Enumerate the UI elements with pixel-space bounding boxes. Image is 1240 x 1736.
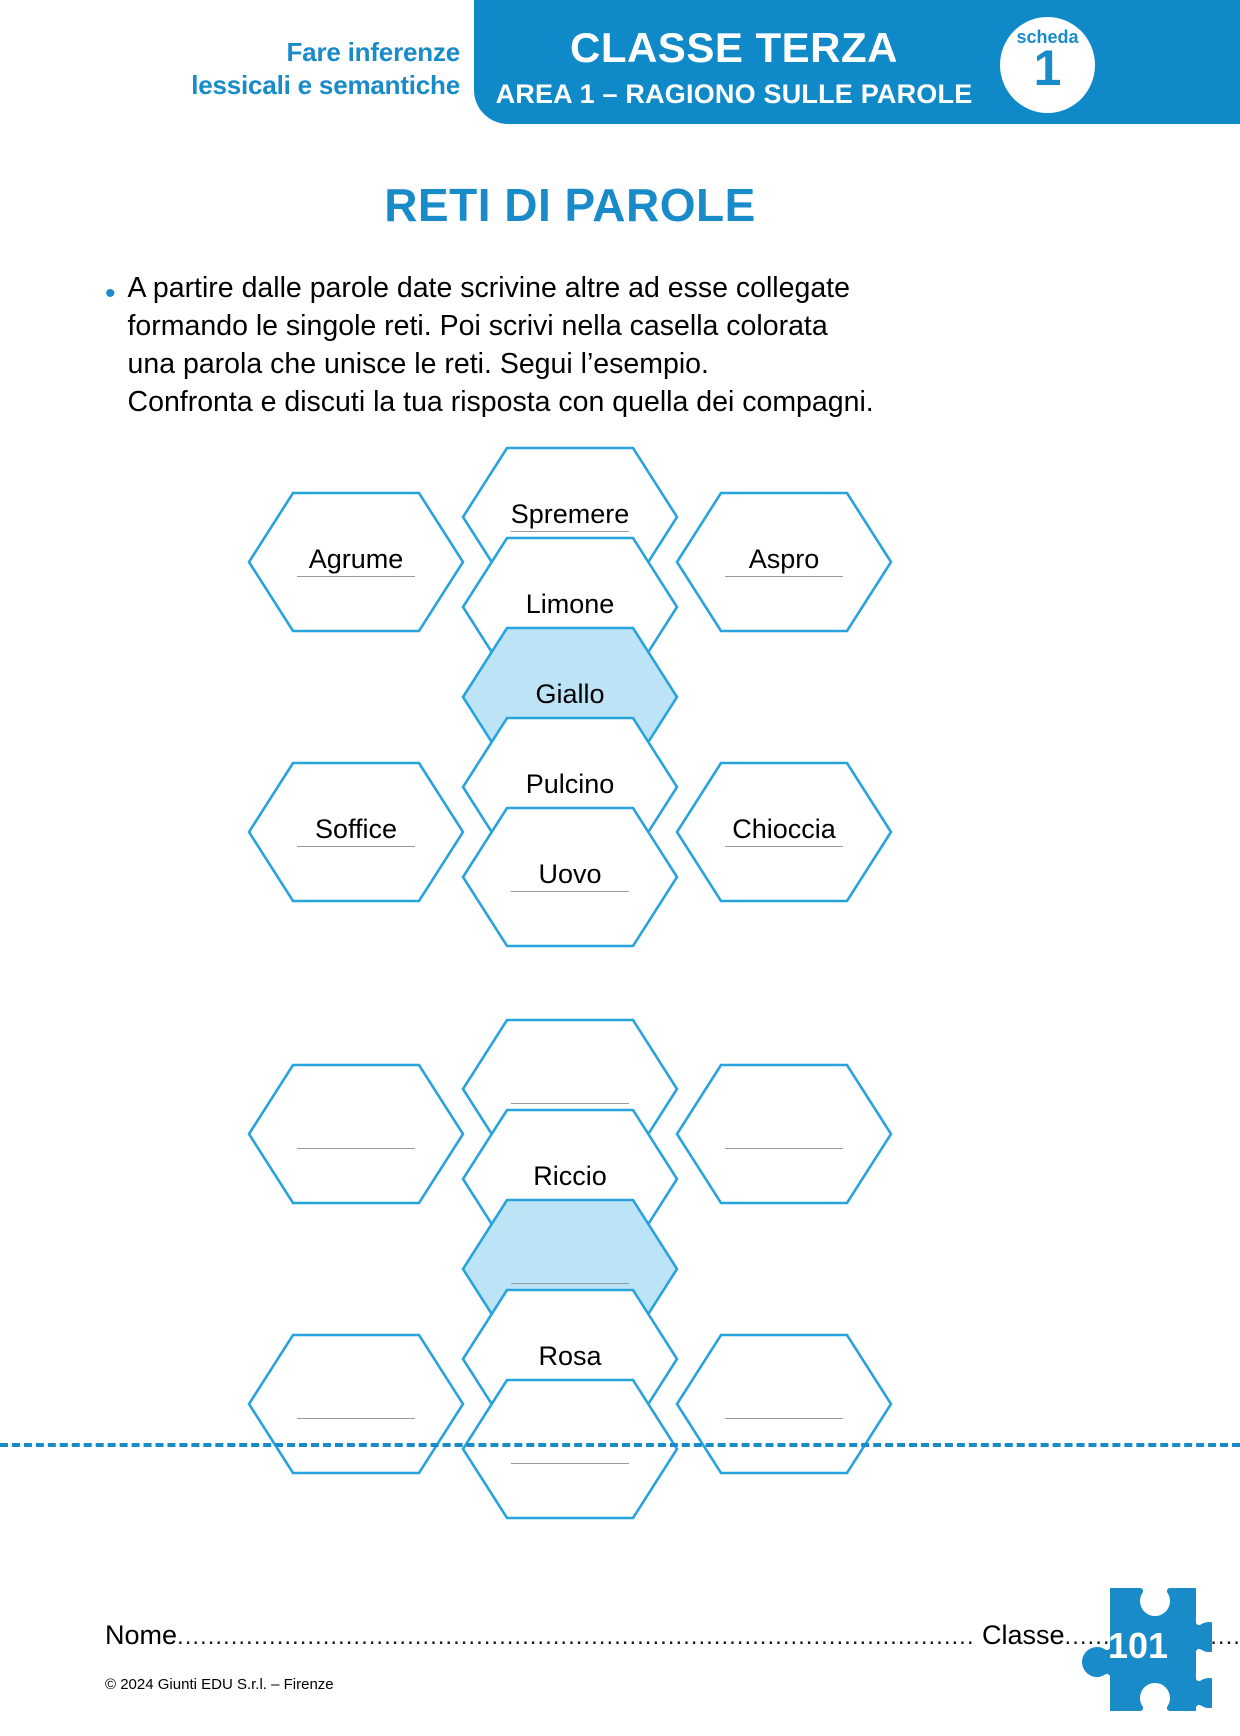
nome-label: Nome — [105, 1620, 178, 1650]
answer-line[interactable] — [511, 531, 629, 532]
footer-divider — [0, 1443, 1240, 1447]
hex-cell-empty[interactable] — [675, 1333, 893, 1475]
header-eyebrow: Fare inferenze lessicali e semantiche — [120, 36, 460, 103]
hex-cell-empty[interactable] — [247, 1063, 465, 1205]
instruction-text: A partire dalle parole date scrivine alt… — [128, 270, 874, 422]
bullet-icon: • — [105, 277, 116, 310]
header-eyebrow-line2: lessicali e semantiche — [191, 70, 460, 101]
answer-line[interactable] — [511, 1283, 629, 1284]
hex-cell-empty[interactable] — [675, 1063, 893, 1205]
page-title: RETI DI PAROLE — [384, 179, 756, 231]
answer-line[interactable] — [725, 1148, 843, 1149]
scheda-badge-number: 1 — [1033, 40, 1062, 96]
hex-cell-chioccia[interactable]: Chioccia — [675, 761, 893, 903]
header-area-subtitle: AREA 1 – RAGIONO SULLE PAROLE — [495, 79, 973, 109]
instruction-line-2: formando le singole reti. Poi scrivi nel… — [127, 309, 828, 342]
answer-line[interactable] — [297, 1148, 415, 1149]
puzzle-piece-icon — [1082, 1587, 1212, 1712]
header-class-title: CLASSE TERZA — [569, 24, 898, 71]
hexagon-shape — [675, 491, 893, 633]
hexagon-shape — [675, 1063, 893, 1205]
instruction-line-3: una parola che unisce le reti. Segui l’e… — [127, 347, 709, 380]
classe-label: Classe — [982, 1620, 1065, 1650]
instruction-line-4: Confronta e discuti la tua risposta con … — [127, 385, 874, 418]
header-eyebrow-line1: Fare inferenze — [286, 37, 461, 67]
hex-cell-empty[interactable] — [461, 1378, 679, 1520]
hex-cell-aspro[interactable]: Aspro — [675, 491, 893, 633]
hexagon-shape — [247, 1063, 465, 1205]
answer-line[interactable] — [511, 891, 629, 892]
page-header: Fare inferenze lessicali e semantiche CL… — [0, 0, 1240, 140]
page-number: 101 — [1107, 1625, 1169, 1666]
hexagon-shape — [675, 761, 893, 903]
hex-cell-agrume[interactable]: Agrume — [247, 491, 465, 633]
instruction-block: • A partire dalle parole date scrivine a… — [105, 270, 985, 422]
hex-cell-soffice[interactable]: Soffice — [247, 761, 465, 903]
hex-cell-empty[interactable] — [247, 1333, 465, 1475]
answer-line[interactable] — [725, 576, 843, 577]
answer-line[interactable] — [297, 1418, 415, 1419]
hexagon-shape — [247, 1333, 465, 1475]
copyright-notice: © 2024 Giunti EDU S.r.l. – Firenze — [105, 1676, 334, 1693]
answer-line[interactable] — [297, 576, 415, 577]
hexagon-shape — [461, 1378, 679, 1520]
hexagon-shape — [247, 761, 465, 903]
nome-input-line[interactable]: ........................................… — [177, 1623, 975, 1650]
hex-cell-uovo[interactable]: Uovo — [461, 806, 679, 948]
answer-line[interactable] — [511, 1103, 629, 1104]
answer-line[interactable] — [297, 846, 415, 847]
footer-fields: Nome....................................… — [105, 1620, 1240, 1654]
answer-line[interactable] — [511, 1463, 629, 1464]
answer-line[interactable] — [725, 846, 843, 847]
answer-line[interactable] — [725, 1418, 843, 1419]
hexagon-shape — [461, 806, 679, 948]
scheda-badge: scheda 1 — [1000, 17, 1095, 113]
header-banner — [474, 0, 1240, 124]
hexagon-shape — [675, 1333, 893, 1475]
instruction-line-1: A partire dalle parole date scrivine alt… — [127, 272, 850, 304]
hexagon-shape — [247, 491, 465, 633]
scheda-badge-word: scheda — [1016, 27, 1079, 47]
